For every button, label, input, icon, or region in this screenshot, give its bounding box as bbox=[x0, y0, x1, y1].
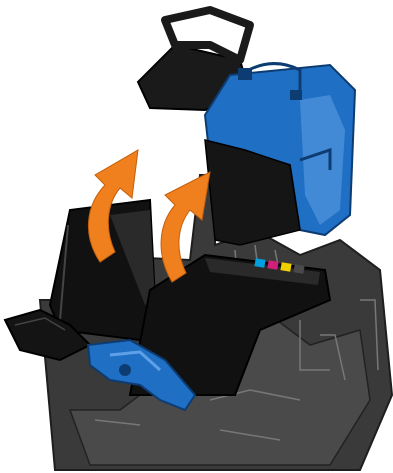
blue-latch-cover bbox=[205, 64, 355, 245]
